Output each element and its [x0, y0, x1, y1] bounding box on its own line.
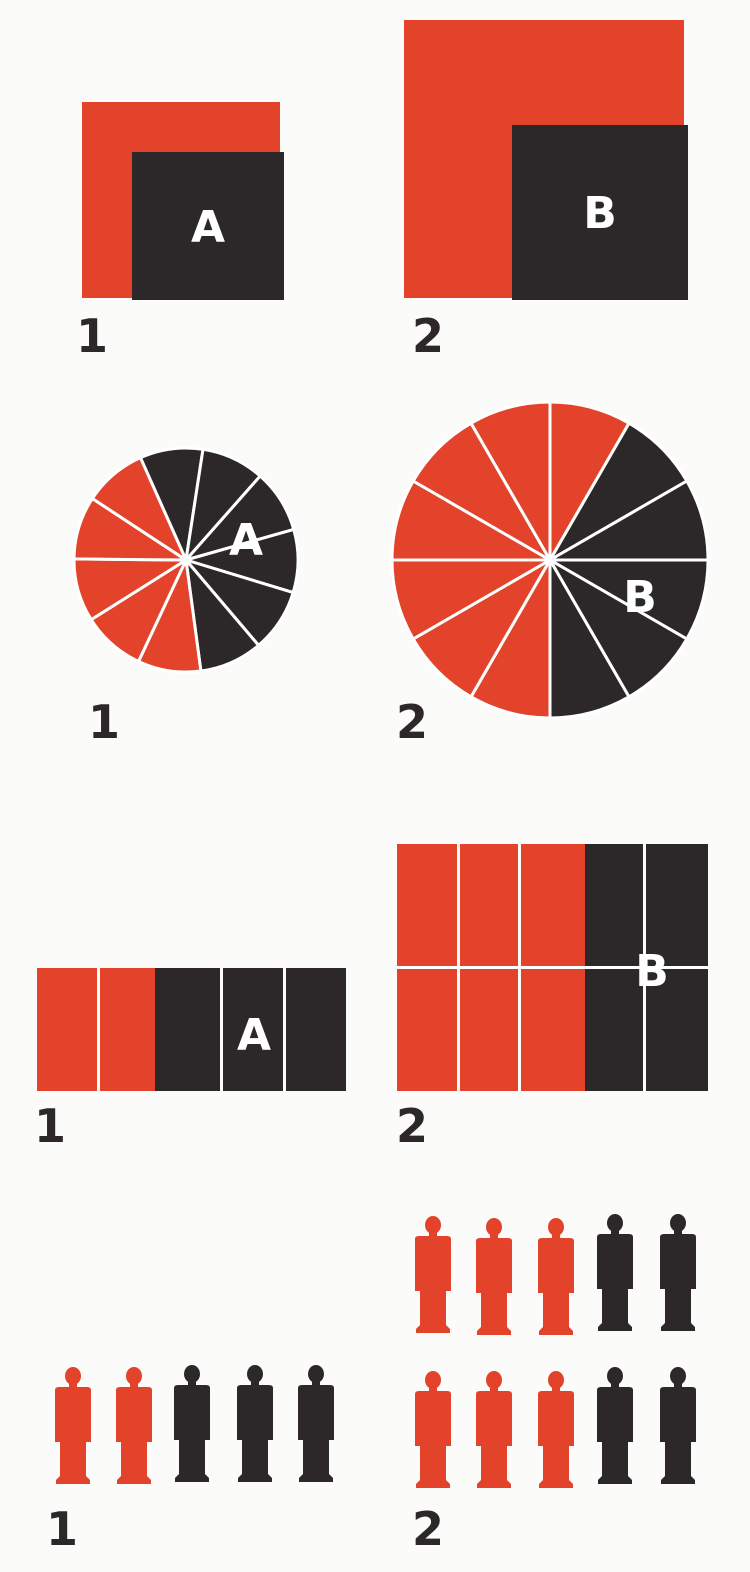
block-2-1 [397, 844, 457, 966]
figure-1-5 [298, 1365, 334, 1482]
figure-2-1 [415, 1216, 451, 1333]
figures-2-number: 2 [412, 1502, 444, 1556]
block-1-4 [223, 968, 283, 1091]
pie-1-slice-11 [90, 456, 188, 562]
figures-1-number: 1 [46, 1502, 78, 1556]
figures-row: 1 2 [46, 1214, 696, 1556]
square-1-number: 1 [76, 309, 108, 363]
block-2-8 [521, 969, 585, 1091]
figure-2-3 [538, 1218, 574, 1335]
blocks-panel-2: B 2 [396, 844, 708, 1153]
blocks-1-number: 1 [34, 1099, 66, 1153]
pie-2-number: 2 [396, 695, 428, 749]
blocks-1-letter: A [237, 1010, 271, 1061]
block-1-2 [100, 968, 155, 1091]
blocks-2-number: 2 [396, 1099, 428, 1153]
pie-1-letter: A [229, 515, 263, 566]
block-2-6 [397, 969, 457, 1091]
pie-panel-2: B 2 [390, 400, 710, 749]
block-1-3 [155, 968, 220, 1091]
figure-2-8 [538, 1371, 574, 1488]
block-2-5 [646, 844, 708, 966]
figure-2-6 [415, 1371, 451, 1488]
block-2-9 [585, 969, 643, 1091]
square-1-letter: A [191, 202, 225, 253]
square-panel-1: A 1 [76, 102, 284, 363]
figure-2-7 [476, 1371, 512, 1488]
square-2-letter: B [583, 188, 617, 239]
block-2-3 [521, 844, 585, 966]
figure-1-1 [55, 1367, 91, 1484]
square-1-part-a [132, 152, 284, 300]
square-2-number: 2 [412, 309, 444, 363]
blocks-panel-1: A 1 [34, 968, 346, 1153]
figure-2-2 [476, 1218, 512, 1335]
figures-panel-2: 2 [412, 1214, 696, 1556]
blocks-2-row-divider [397, 966, 708, 969]
square-2-part-b [512, 125, 688, 300]
figures-panel-1: 1 [46, 1365, 334, 1556]
blocks-row: A 1 B 2 [34, 844, 708, 1153]
figure-2-5 [660, 1214, 696, 1331]
block-2-7 [460, 969, 518, 1091]
pie-2-letter: B [623, 572, 657, 623]
block-1-1 [37, 968, 97, 1091]
figure-1-2 [116, 1367, 152, 1484]
pie-panel-1: A 1 [72, 446, 300, 749]
square-panel-2: B 2 [404, 20, 688, 363]
squares-row: A 1 B 2 [76, 20, 688, 363]
pies-row: A 1 B 2 [72, 400, 710, 749]
block-2-2 [460, 844, 518, 966]
pie-1-number: 1 [88, 695, 120, 749]
figure-2-10 [660, 1367, 696, 1484]
pie-1 [72, 446, 300, 674]
block-1-5 [286, 968, 346, 1091]
block-2-10 [646, 969, 708, 1091]
figure-2-4 [597, 1214, 633, 1331]
blocks-2-letter: B [635, 946, 669, 997]
figure-1-3 [174, 1365, 210, 1482]
figure-2-9 [597, 1367, 633, 1484]
pie-2-slice-12 [548, 400, 631, 562]
pie-2 [390, 400, 710, 720]
block-2-4 [585, 844, 643, 966]
figure-1-4 [237, 1365, 273, 1482]
